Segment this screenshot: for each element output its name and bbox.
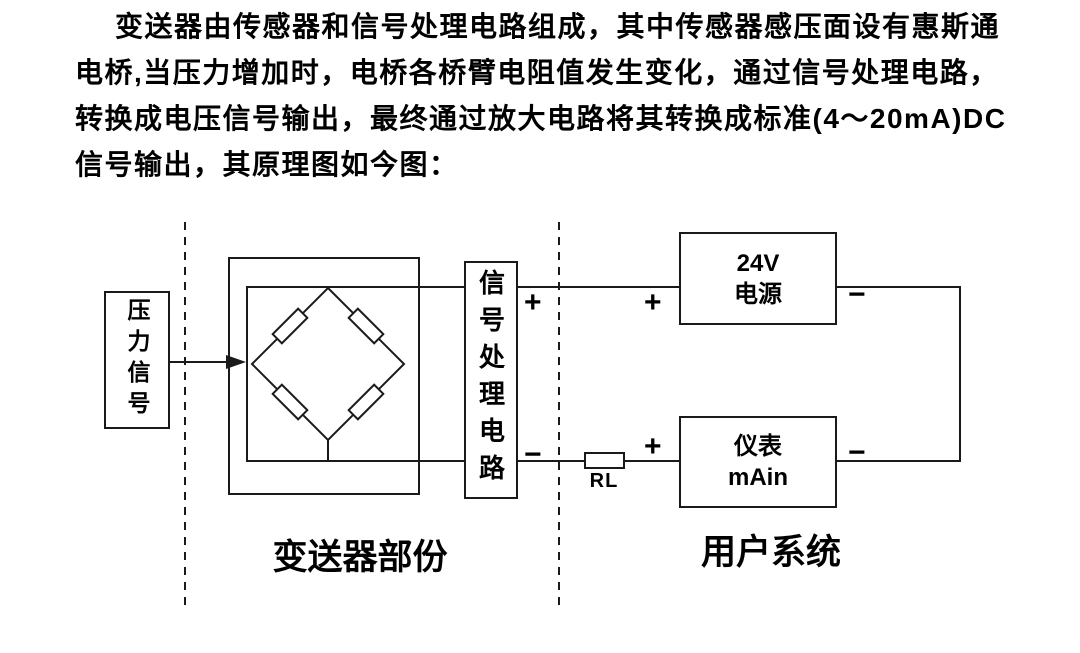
wheatstone-bridge [250, 286, 406, 442]
user-system-section-label: 用户系统 [700, 533, 841, 572]
bridge-outer-box [228, 257, 420, 495]
paragraph-line-1: 变送器由传感器和信号处理电路组成，其中传感器感压面设有惠斯通 [115, 11, 1001, 42]
power-supply-line2: 电源 [734, 280, 782, 308]
transmitter-section-label: 变送器部份 [272, 538, 448, 577]
bridge-diamond [250, 286, 406, 442]
signal-processing-label: 信号处理电路 [475, 269, 506, 491]
bridge-resistor-top-right [347, 307, 385, 345]
power-supply-box: 24V 电源 [679, 232, 837, 325]
wire-signal-to-power [516, 286, 679, 288]
minus-sign-meter-right: − [848, 436, 866, 469]
wire-bridge-bottom-stub [327, 440, 329, 462]
signal-processing-box: 信号处理电路 [464, 261, 518, 499]
left-boundary-dashed-line [184, 222, 186, 606]
wire-bridge-left [246, 286, 248, 462]
plus-sign-signal-output: + [524, 286, 542, 319]
power-supply-line1: 24V [736, 249, 780, 277]
pressure-signal-label: 压力信号 [124, 298, 150, 422]
bridge-resistor-top-left [271, 307, 309, 345]
pressure-signal-box: 压力信号 [104, 291, 170, 429]
wire-bridge-top [246, 286, 464, 288]
paragraph-line-2: 电桥,当压力增加时，电桥各桥臂电阻值发生变化，通过信号处理电路， [75, 57, 999, 88]
minus-sign-power-right: − [848, 278, 866, 311]
plus-sign-power-left: + [644, 286, 662, 319]
wire-bridge-bottom [246, 460, 464, 462]
wire-meter-to-right [835, 460, 961, 462]
load-resistor-label: RL [589, 470, 619, 492]
plus-sign-meter-left: + [644, 430, 662, 463]
bridge-resistor-bottom-right [347, 383, 385, 421]
meter-box: 仪表 mAin [679, 416, 837, 508]
paragraph-line-3: 转换成电压信号输出，最终通过放大电路将其转换成标准(4～20mA)DC [75, 103, 1007, 134]
right-boundary-dashed-line [558, 222, 560, 606]
pressure-arrow-line [170, 361, 228, 363]
load-resistor [584, 452, 625, 469]
meter-line1: 仪表 [734, 433, 782, 460]
wire-power-to-right [835, 286, 961, 288]
wire-right-return [959, 286, 961, 462]
minus-sign-signal-output: − [524, 438, 542, 471]
paragraph-line-4: 信号输出，其原理图如今图： [75, 149, 459, 180]
meter-line2: mAin [728, 464, 788, 491]
bridge-resistor-bottom-left [271, 383, 309, 421]
pressure-arrowhead-icon [226, 355, 246, 369]
intro-paragraph: 变送器由传感器和信号处理电路组成，其中传感器感压面设有惠斯通 电桥,当压力增加时… [75, 4, 1006, 188]
